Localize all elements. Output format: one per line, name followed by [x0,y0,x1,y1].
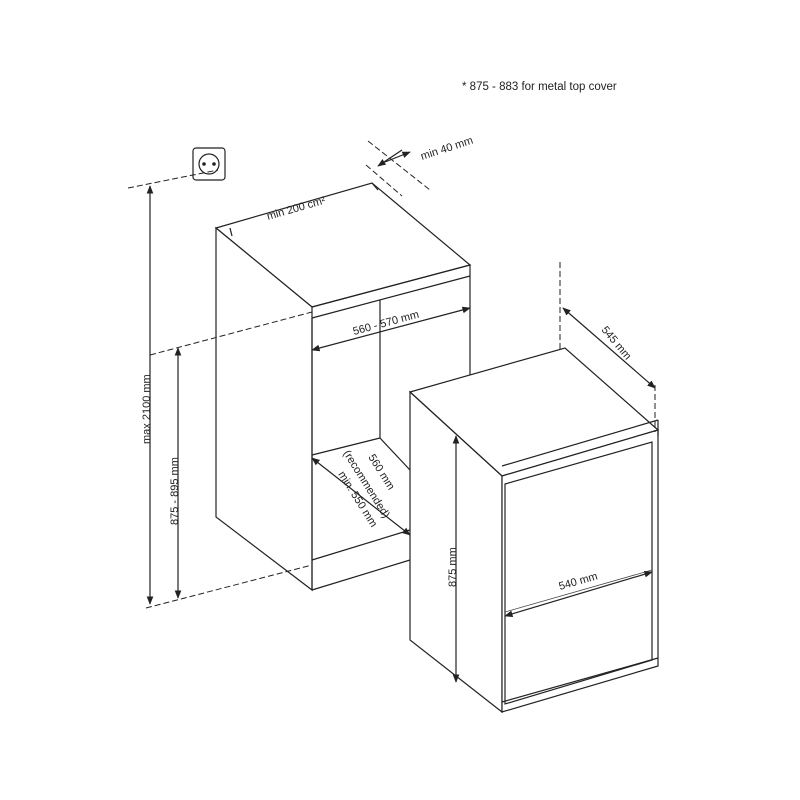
dimension-min-40: min 40 mm [365,135,475,197]
dimension-appliance-height: 875 mm [447,435,460,683]
min-40-label: min 40 mm [419,135,474,163]
dimension-niche-depth: 560 mm (recommended) min. 550 mm [311,448,411,536]
dimension-niche-width: 560 - 570 mm [311,306,471,352]
power-socket-icon [192,147,226,181]
niche-height-label: 875 - 895 mm [169,457,181,525]
appliance-height-label: 875 mm [447,547,459,587]
max-height-label: max 2100 mm [141,374,153,444]
dimension-max-height: max 2100 mm [127,169,313,609]
dimension-niche-height: 875 - 895 mm [149,311,313,599]
appliance [408,347,660,714]
top-cover-note: * 875 - 883 for metal top cover [462,81,617,93]
kitchen-cabinet [214,182,472,592]
